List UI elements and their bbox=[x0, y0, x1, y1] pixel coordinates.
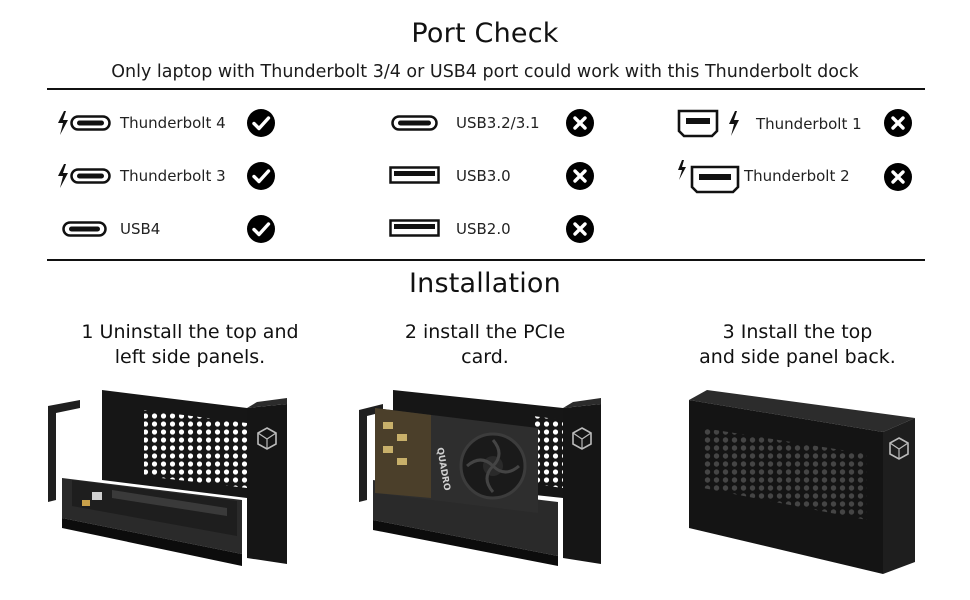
installation-title: Installation bbox=[409, 268, 561, 299]
top-divider bbox=[47, 88, 925, 90]
port-label: Thunderbolt 3 bbox=[120, 167, 226, 185]
usbc-icon bbox=[62, 221, 107, 237]
mini-displayport-thunderbolt-icon bbox=[677, 109, 739, 138]
thunderbolt-usbc-icon bbox=[58, 164, 111, 188]
port-label: USB3.0 bbox=[456, 167, 511, 185]
step-1-caption: 1 Uninstall the top and left side panels… bbox=[40, 320, 340, 370]
port-label: USB3.2/3.1 bbox=[456, 114, 540, 132]
middle-divider bbox=[47, 259, 925, 261]
step-3-line-2: and side panel back. bbox=[699, 346, 896, 368]
port-usb-3-0: USB3.0 bbox=[388, 161, 608, 191]
port-label: Thunderbolt 2 bbox=[744, 167, 850, 185]
port-check-title: Port Check bbox=[411, 18, 559, 49]
enclosure-with-gpu-image: QUADRO bbox=[359, 390, 601, 566]
cross-icon bbox=[884, 163, 912, 191]
port-thunderbolt-2: Thunderbolt 2 bbox=[676, 159, 916, 194]
port-usb4: USB4 bbox=[55, 214, 285, 244]
cross-icon bbox=[566, 109, 594, 137]
port-check-subtitle: Only laptop with Thunderbolt 3/4 or USB4… bbox=[111, 62, 859, 82]
thunderbolt-usbc-icon bbox=[58, 111, 111, 135]
step-2-line-2: card. bbox=[461, 346, 509, 368]
step-2-caption: 2 install the PCIe card. bbox=[345, 320, 625, 370]
usba-icon bbox=[389, 219, 440, 237]
port-label: Thunderbolt 4 bbox=[120, 114, 226, 132]
port-label: Thunderbolt 1 bbox=[756, 115, 862, 133]
port-thunderbolt-3: Thunderbolt 3 bbox=[55, 161, 285, 191]
check-icon bbox=[247, 109, 275, 137]
cross-icon bbox=[566, 215, 594, 243]
thunderbolt-mini-displayport-icon bbox=[678, 160, 740, 194]
port-usb-3-2-3-1: USB3.2/3.1 bbox=[388, 108, 608, 138]
usba-icon bbox=[389, 166, 440, 184]
step-1-line-2: left side panels. bbox=[114, 346, 266, 368]
port-label: USB4 bbox=[120, 220, 161, 238]
open-enclosure-image bbox=[48, 390, 287, 566]
port-thunderbolt-4: Thunderbolt 4 bbox=[55, 108, 285, 138]
closed-enclosure-image bbox=[689, 390, 915, 574]
port-label: USB2.0 bbox=[456, 220, 511, 238]
cross-icon bbox=[566, 162, 594, 190]
usbc-icon bbox=[391, 115, 438, 131]
step-3-line-1: 3 Install the top bbox=[722, 321, 873, 343]
port-usb-2-0: USB2.0 bbox=[388, 214, 608, 244]
step-2-line-1: 2 install the PCIe bbox=[404, 321, 566, 343]
step-3-caption: 3 Install the top and side panel back. bbox=[655, 320, 940, 370]
cross-icon bbox=[884, 109, 912, 137]
step-1-line-1: 1 Uninstall the top and bbox=[81, 321, 299, 343]
check-icon bbox=[247, 215, 275, 243]
check-icon bbox=[247, 162, 275, 190]
port-thunderbolt-1: Thunderbolt 1 bbox=[676, 106, 916, 138]
